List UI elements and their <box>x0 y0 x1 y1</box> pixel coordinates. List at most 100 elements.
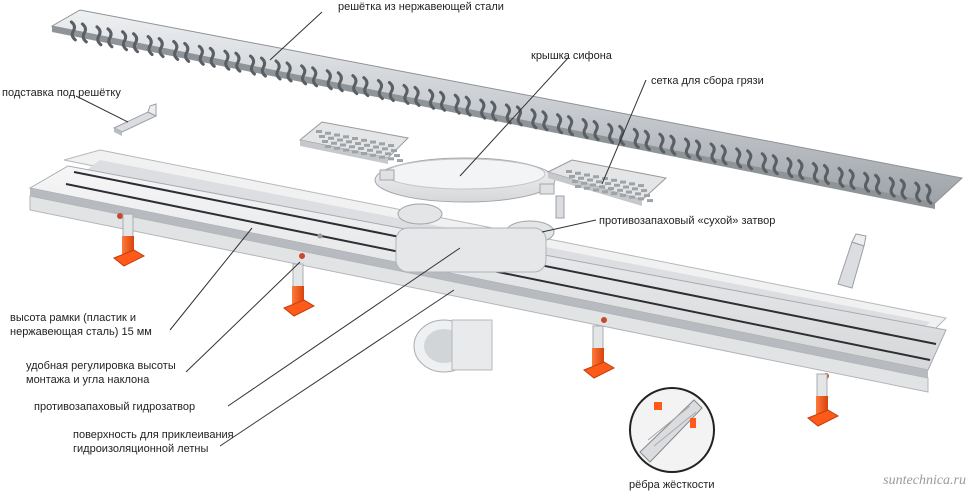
mesh-cell <box>373 145 379 149</box>
label-water-trap: противозапаховый гидрозатвор <box>34 401 196 413</box>
adjustable-foot <box>807 373 840 427</box>
adjustable-foot <box>583 325 616 379</box>
leader-lines <box>75 11 647 447</box>
mesh-cell <box>620 180 626 184</box>
foot-screw <box>816 396 828 414</box>
grate-slot <box>567 115 575 137</box>
grate-slot <box>362 76 370 98</box>
grate-slot <box>106 27 114 49</box>
mesh-cell <box>319 135 325 138</box>
grate-slot <box>172 39 180 61</box>
label-surface-2: гидроизоляционной летны <box>73 443 209 455</box>
grate-slot <box>336 71 344 93</box>
grate-slot <box>925 183 933 205</box>
foot-screw <box>122 236 134 254</box>
label-surface-1: поверхность для приклеивания <box>73 429 234 441</box>
grate-slot <box>223 49 231 71</box>
mesh-cell <box>325 131 331 135</box>
grate-slot <box>669 134 677 156</box>
grate-slot <box>811 162 819 184</box>
mesh-cell <box>388 144 394 148</box>
mesh-cell <box>641 189 647 193</box>
mesh-cell <box>343 148 349 152</box>
grate-slot <box>530 108 538 130</box>
grate-slot <box>643 129 651 151</box>
mesh-cell <box>566 170 572 173</box>
mesh-cell <box>605 182 611 186</box>
grate-slot <box>874 173 882 195</box>
mesh-cell <box>349 145 355 149</box>
grate-slot <box>607 122 615 144</box>
foot-base <box>583 361 616 379</box>
grate-slot <box>80 22 88 44</box>
adjustable-foot <box>283 263 316 317</box>
grate-slot <box>121 30 129 52</box>
grate-slot <box>735 147 743 169</box>
grate-slot <box>837 166 845 188</box>
grate-slot <box>581 118 589 140</box>
grate-slot <box>632 127 640 149</box>
grate-slot <box>402 83 410 105</box>
grate-slot <box>234 51 242 73</box>
mesh-cell <box>617 188 623 192</box>
grate-slot <box>259 56 267 78</box>
label-frame-height-1: высота рамки (пластик и <box>10 312 137 324</box>
mesh-cell <box>569 175 575 178</box>
mesh-cell <box>343 135 349 139</box>
dirt-mesh <box>546 159 668 219</box>
mesh-cell <box>578 176 584 180</box>
mesh-cell <box>352 150 358 154</box>
grate-slot <box>797 159 805 181</box>
grate-slot <box>146 35 154 57</box>
mesh-cell <box>575 171 581 175</box>
mesh-cell <box>611 192 617 196</box>
mesh-cell <box>379 142 385 146</box>
mesh-cell <box>647 199 653 203</box>
mesh-cell <box>608 187 614 191</box>
mesh-cell <box>629 195 635 199</box>
grate-slot <box>746 149 754 171</box>
mesh-cell <box>620 193 626 197</box>
grate-slot <box>914 181 922 203</box>
grate-slot <box>387 81 395 103</box>
grate-slot <box>618 124 626 146</box>
mesh-cell <box>611 178 617 182</box>
mesh-cell <box>334 133 340 137</box>
grate-slot <box>464 95 472 117</box>
mesh-cell <box>629 182 635 186</box>
mesh-cell <box>388 157 394 161</box>
mesh-cell <box>382 147 388 151</box>
mesh-cell <box>596 180 602 184</box>
adjustable-foot <box>113 213 146 267</box>
grate-slot <box>658 132 666 154</box>
mesh-cell <box>632 187 638 191</box>
mesh-cell <box>370 153 376 157</box>
mesh-cell <box>352 137 358 141</box>
mesh-cell <box>584 173 590 177</box>
grate-slot <box>439 90 447 112</box>
mesh-cell <box>337 138 343 142</box>
grate-slot <box>248 54 256 76</box>
siphon-cover <box>374 157 556 203</box>
grate-slot <box>592 120 600 142</box>
label-height-adjust-1: удобная регулировка высоты <box>26 360 176 372</box>
grate-slot <box>453 93 461 115</box>
grate-slot <box>197 44 205 66</box>
grate-slot <box>428 88 436 110</box>
label-siphon-cover: крышка сифона <box>531 50 612 62</box>
mesh-cell <box>599 185 605 189</box>
grate-slot <box>694 139 702 161</box>
label-grate: решётка из нержавеющей стали <box>338 1 504 13</box>
mesh-cell <box>635 192 641 196</box>
grate-slot <box>69 20 77 42</box>
drain-channel <box>28 149 948 393</box>
grate-slot <box>848 168 856 190</box>
grate-slot <box>899 178 907 200</box>
mesh-cell <box>334 146 340 150</box>
mesh-cell <box>575 185 581 188</box>
grate-slot <box>413 85 421 107</box>
label-dry-trap: противозапаховый «сухой» затвор <box>599 215 776 227</box>
grate-slot <box>208 46 216 68</box>
mesh-cell <box>331 141 337 145</box>
